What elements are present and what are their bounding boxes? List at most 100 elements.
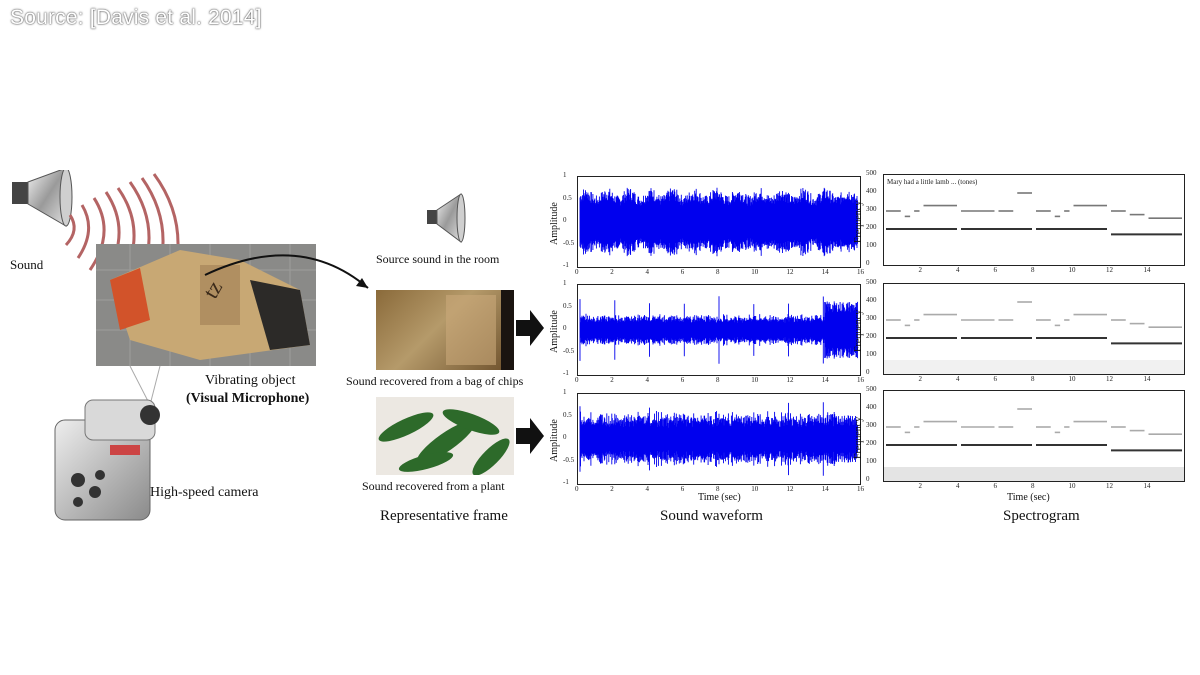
spectrogram-plot: [883, 283, 1185, 375]
spectrogram-xtick: 10: [1068, 482, 1076, 490]
waveform-ytick: 1: [563, 171, 567, 179]
waveform-xtick: 0: [575, 268, 579, 276]
waveform-ylabel: Amplitude: [549, 310, 560, 353]
plant-caption: Sound recovered from a plant: [362, 479, 505, 493]
speaker-icon-small: [427, 193, 466, 243]
waveform-xtick: 6: [680, 268, 685, 276]
camera-icon: [54, 399, 160, 521]
spectrogram-xtick: 14: [1143, 482, 1151, 490]
spectrogram-ytick: 0: [866, 259, 870, 267]
waveform-xtick: 14: [821, 268, 829, 276]
spectrogram-plot: [883, 174, 1185, 266]
plant-frame-photo: [376, 397, 514, 475]
spectrogram-section-label: Spectrogram: [1003, 508, 1080, 524]
waveform-trace: [579, 187, 858, 257]
waveform-plot: [577, 393, 861, 485]
waveform-xtick: 4: [645, 268, 650, 276]
waveform-ytick: 0.5: [563, 193, 572, 202]
source-citation: Source: [Davis et al. 2014]: [10, 6, 262, 29]
spectrogram-ytick: 300: [866, 314, 877, 322]
waveform-xtick: 8: [716, 376, 720, 384]
spectrogram-ytick: 400: [866, 296, 877, 304]
waveform-xtick: 10: [751, 268, 759, 276]
spectrogram-ytick: 0: [866, 475, 870, 483]
waveform-xtick: 0: [575, 485, 579, 493]
arrow-right-icon: [516, 418, 544, 454]
spectrogram-ytick: 100: [866, 457, 877, 465]
waveform-xtick: 16: [857, 268, 864, 276]
setup-illustration: tz: [12, 170, 369, 521]
spectrogram-xtick: 2: [918, 375, 923, 383]
spectrogram-ylabel: Frequency: [853, 416, 864, 459]
spectrogram-xtick: 6: [993, 482, 998, 490]
waveform-xtick: 4: [645, 376, 650, 384]
waveform-ylabel: Amplitude: [549, 419, 560, 462]
arrow-to-frame: [204, 254, 369, 289]
waveform-ytick: -0.5: [563, 455, 575, 464]
spectrogram-ytick: 400: [866, 403, 877, 411]
waveform-xtick: 4: [645, 485, 650, 493]
spectrogram-xtick: 4: [956, 266, 960, 274]
waveform-trace: [579, 402, 858, 476]
waveform-plot: [577, 284, 861, 376]
spectrogram-ytick: 400: [866, 187, 877, 195]
spectrogram-ytick: 0: [866, 368, 870, 376]
waveform-ytick: -1: [563, 261, 569, 269]
waveform-ytick: -1: [563, 369, 569, 377]
waveform-xtick: 14: [821, 376, 829, 384]
chips-bag-photo: tz: [96, 244, 316, 366]
spectrogram-xtick: 10: [1068, 266, 1076, 274]
waveform-xtick: 12: [786, 376, 794, 384]
waveform-ytick: -0.5: [563, 346, 575, 355]
waveform-xtick: 16: [857, 376, 864, 384]
spectrogram-xtick: 4: [956, 482, 960, 490]
speaker-icon: [12, 170, 73, 227]
spectrogram-xtick: 14: [1143, 375, 1151, 383]
spectrogram-plot: [883, 390, 1185, 482]
representative-frame-label: Representative frame: [380, 508, 508, 524]
spectrogram-ytick: 200: [866, 223, 877, 231]
waveform-ytick: -0.5: [563, 238, 575, 247]
waveform-ytick: 0: [563, 324, 567, 332]
spectrogram-noise: [884, 467, 1184, 481]
spectrogram-ylabel: Frequency: [853, 200, 864, 243]
spectrogram-ylabel: Frequency: [853, 309, 864, 352]
waveform-trace: [579, 296, 858, 364]
waveform-ytick: 0.5: [563, 410, 572, 419]
waveform-xtick: 2: [610, 268, 614, 276]
chips-caption: Sound recovered from a bag of chips: [346, 374, 524, 388]
arrow-right-icon: [516, 310, 544, 346]
spectrogram-xtick: 12: [1106, 482, 1113, 490]
spectrogram-xtick: 6: [993, 266, 998, 274]
spectrogram-xlabel: Time (sec): [1007, 492, 1050, 503]
waveform-xtick: 12: [786, 485, 794, 493]
waveform-ytick: 1: [563, 388, 567, 396]
spectrogram-ytick: 200: [866, 439, 877, 447]
spectrogram-annotation: Mary had a little lamb ... (tones): [887, 178, 978, 186]
waveform-xtick: 6: [680, 485, 685, 493]
waveform-xtick: 10: [751, 485, 759, 493]
waveform-ylabel: Amplitude: [549, 202, 560, 245]
spectrogram-xtick: 2: [918, 266, 923, 274]
waveform-ytick: 0: [563, 433, 567, 441]
waveform-ytick: 0: [563, 216, 567, 224]
waveform-section-label: Sound waveform: [660, 508, 763, 524]
spectrogram-ytick: 100: [866, 350, 877, 358]
spectrogram-xtick: 2: [918, 482, 923, 490]
spectrogram-ytick: 300: [866, 205, 877, 213]
waveform-plot: [577, 176, 861, 268]
spectrogram-xtick: 6: [993, 375, 998, 383]
waveform-xtick: 2: [610, 376, 614, 384]
visual-microphone-label: (Visual Microphone): [186, 391, 310, 406]
waveform-xtick: 2: [610, 485, 614, 493]
spectrogram-xtick: 4: [956, 375, 960, 383]
spectrogram-noise: [884, 360, 1184, 374]
spectrogram-xtick: 14: [1143, 266, 1151, 274]
spectrogram-ytick: 500: [866, 385, 877, 393]
spectrogram-ytick: 300: [866, 421, 877, 429]
source-sound-caption: Source sound in the room: [376, 252, 500, 266]
spectrogram-xtick: 10: [1068, 375, 1076, 383]
camera-label: High-speed camera: [150, 485, 259, 500]
chips-frame-photo: [376, 290, 514, 370]
spectrogram-ytick: 500: [866, 278, 877, 286]
